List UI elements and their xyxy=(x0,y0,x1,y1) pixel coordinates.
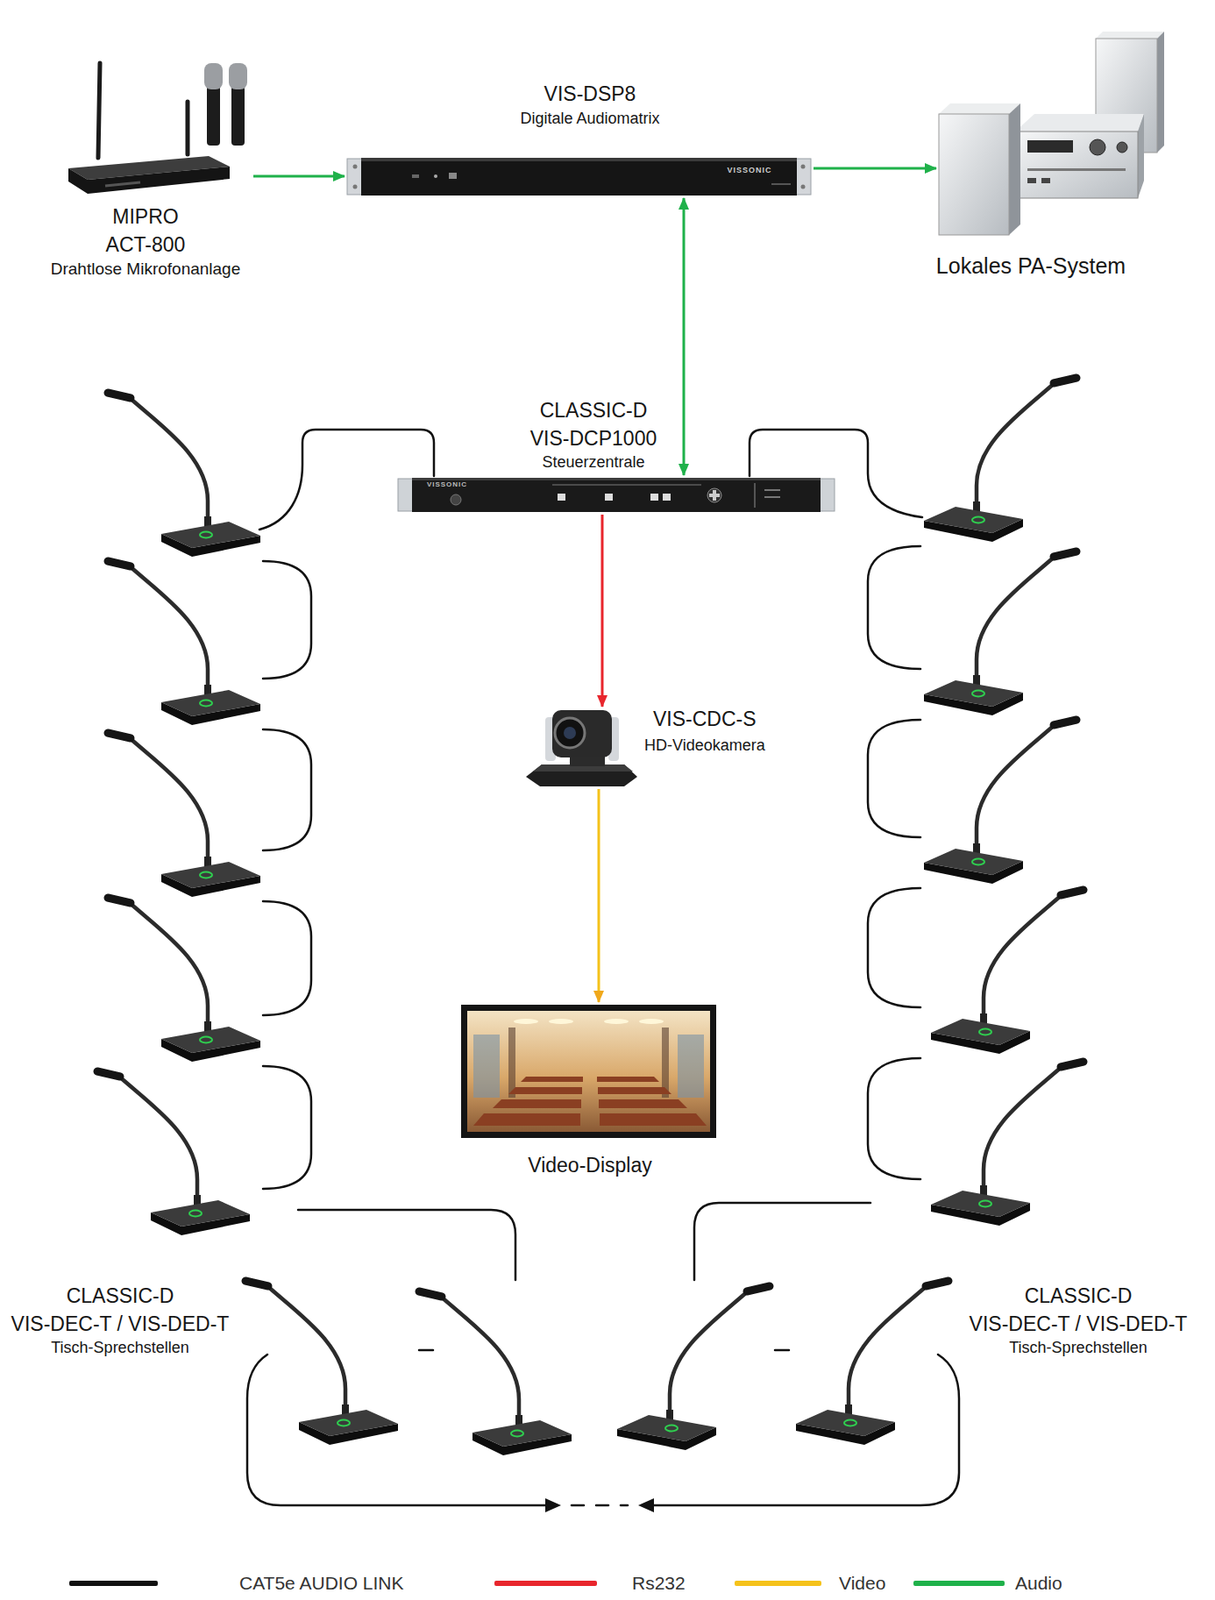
signal-arrow xyxy=(682,198,686,476)
legend-swatch xyxy=(69,1580,158,1586)
matrix-node: VIS-DSP8Digitale Audiomatrix xyxy=(347,157,811,196)
device-label: Lokales PA-System xyxy=(936,253,1126,279)
device-label: Digitale Audiomatrix xyxy=(519,109,660,128)
video-display xyxy=(461,1004,717,1138)
legend-text: Video xyxy=(838,1572,886,1594)
device-label: HD-Videokamera xyxy=(644,736,766,755)
receiver-node: MIPROACT-800Drahtlose Mikrofonanlage xyxy=(66,61,251,194)
control-unit-device xyxy=(397,477,835,512)
display-node: Video-Display xyxy=(461,1004,717,1138)
device-label: Steuerzentrale xyxy=(541,453,645,472)
legend-text: Rs232 xyxy=(632,1572,686,1594)
signal-arrow xyxy=(597,788,601,1002)
audio-matrix-device xyxy=(347,157,811,196)
device-label: CLASSIC-D xyxy=(1024,1284,1133,1308)
device-label: CLASSIC-D xyxy=(540,398,648,422)
device-label: VIS-DEC-T / VIS-DED-T xyxy=(11,1312,230,1336)
device-label: MIPRO xyxy=(112,205,178,228)
device-label: VIS-DCP1000 xyxy=(530,426,657,450)
legend-swatch xyxy=(913,1580,1005,1586)
camera-node: VIS-CDC-SHD-Videokamera xyxy=(525,709,638,787)
brand-logo: VISSONIC xyxy=(426,481,468,490)
pa-node: Lokales PA-System xyxy=(938,25,1164,235)
legend-swatch xyxy=(734,1580,822,1586)
legend-swatch xyxy=(494,1580,597,1586)
signal-arrow xyxy=(253,175,345,178)
device-label: Video-Display xyxy=(527,1153,652,1177)
pa-system xyxy=(938,31,1165,235)
device-label: Tisch-Sprechstellen xyxy=(50,1338,189,1358)
cat5e-cables xyxy=(247,429,960,1513)
device-label: VIS-DSP8 xyxy=(544,82,637,106)
device-label: Drahtlose Mikrofonanlage xyxy=(50,259,242,279)
legend-text: CAT5e AUDIO LINK xyxy=(239,1572,405,1594)
device-label: CLASSIC-D xyxy=(66,1284,175,1308)
table-microphones xyxy=(97,377,1084,1456)
wireless-receiver xyxy=(68,63,248,194)
device-label: ACT-800 xyxy=(106,233,186,256)
mic-group-label: CLASSIC-D VIS-DEC-T / VIS-DED-TTisch-Spre… xyxy=(6,1280,235,1361)
mic-group-label: CLASSIC-D VIS-DEC-T / VIS-DED-TTisch-Spre… xyxy=(964,1280,1194,1361)
device-label: VIS-CDC-S xyxy=(653,707,757,731)
device-label: VIS-DEC-T / VIS-DED-T xyxy=(969,1312,1188,1336)
signal-arrow xyxy=(601,514,604,707)
legend-text: Audio xyxy=(1015,1572,1063,1594)
device-label: Tisch-Sprechstellen xyxy=(1008,1338,1147,1358)
brand-logo: VISSONIC xyxy=(726,166,772,176)
signal-arrow xyxy=(813,167,937,171)
ptz-camera xyxy=(525,710,638,787)
